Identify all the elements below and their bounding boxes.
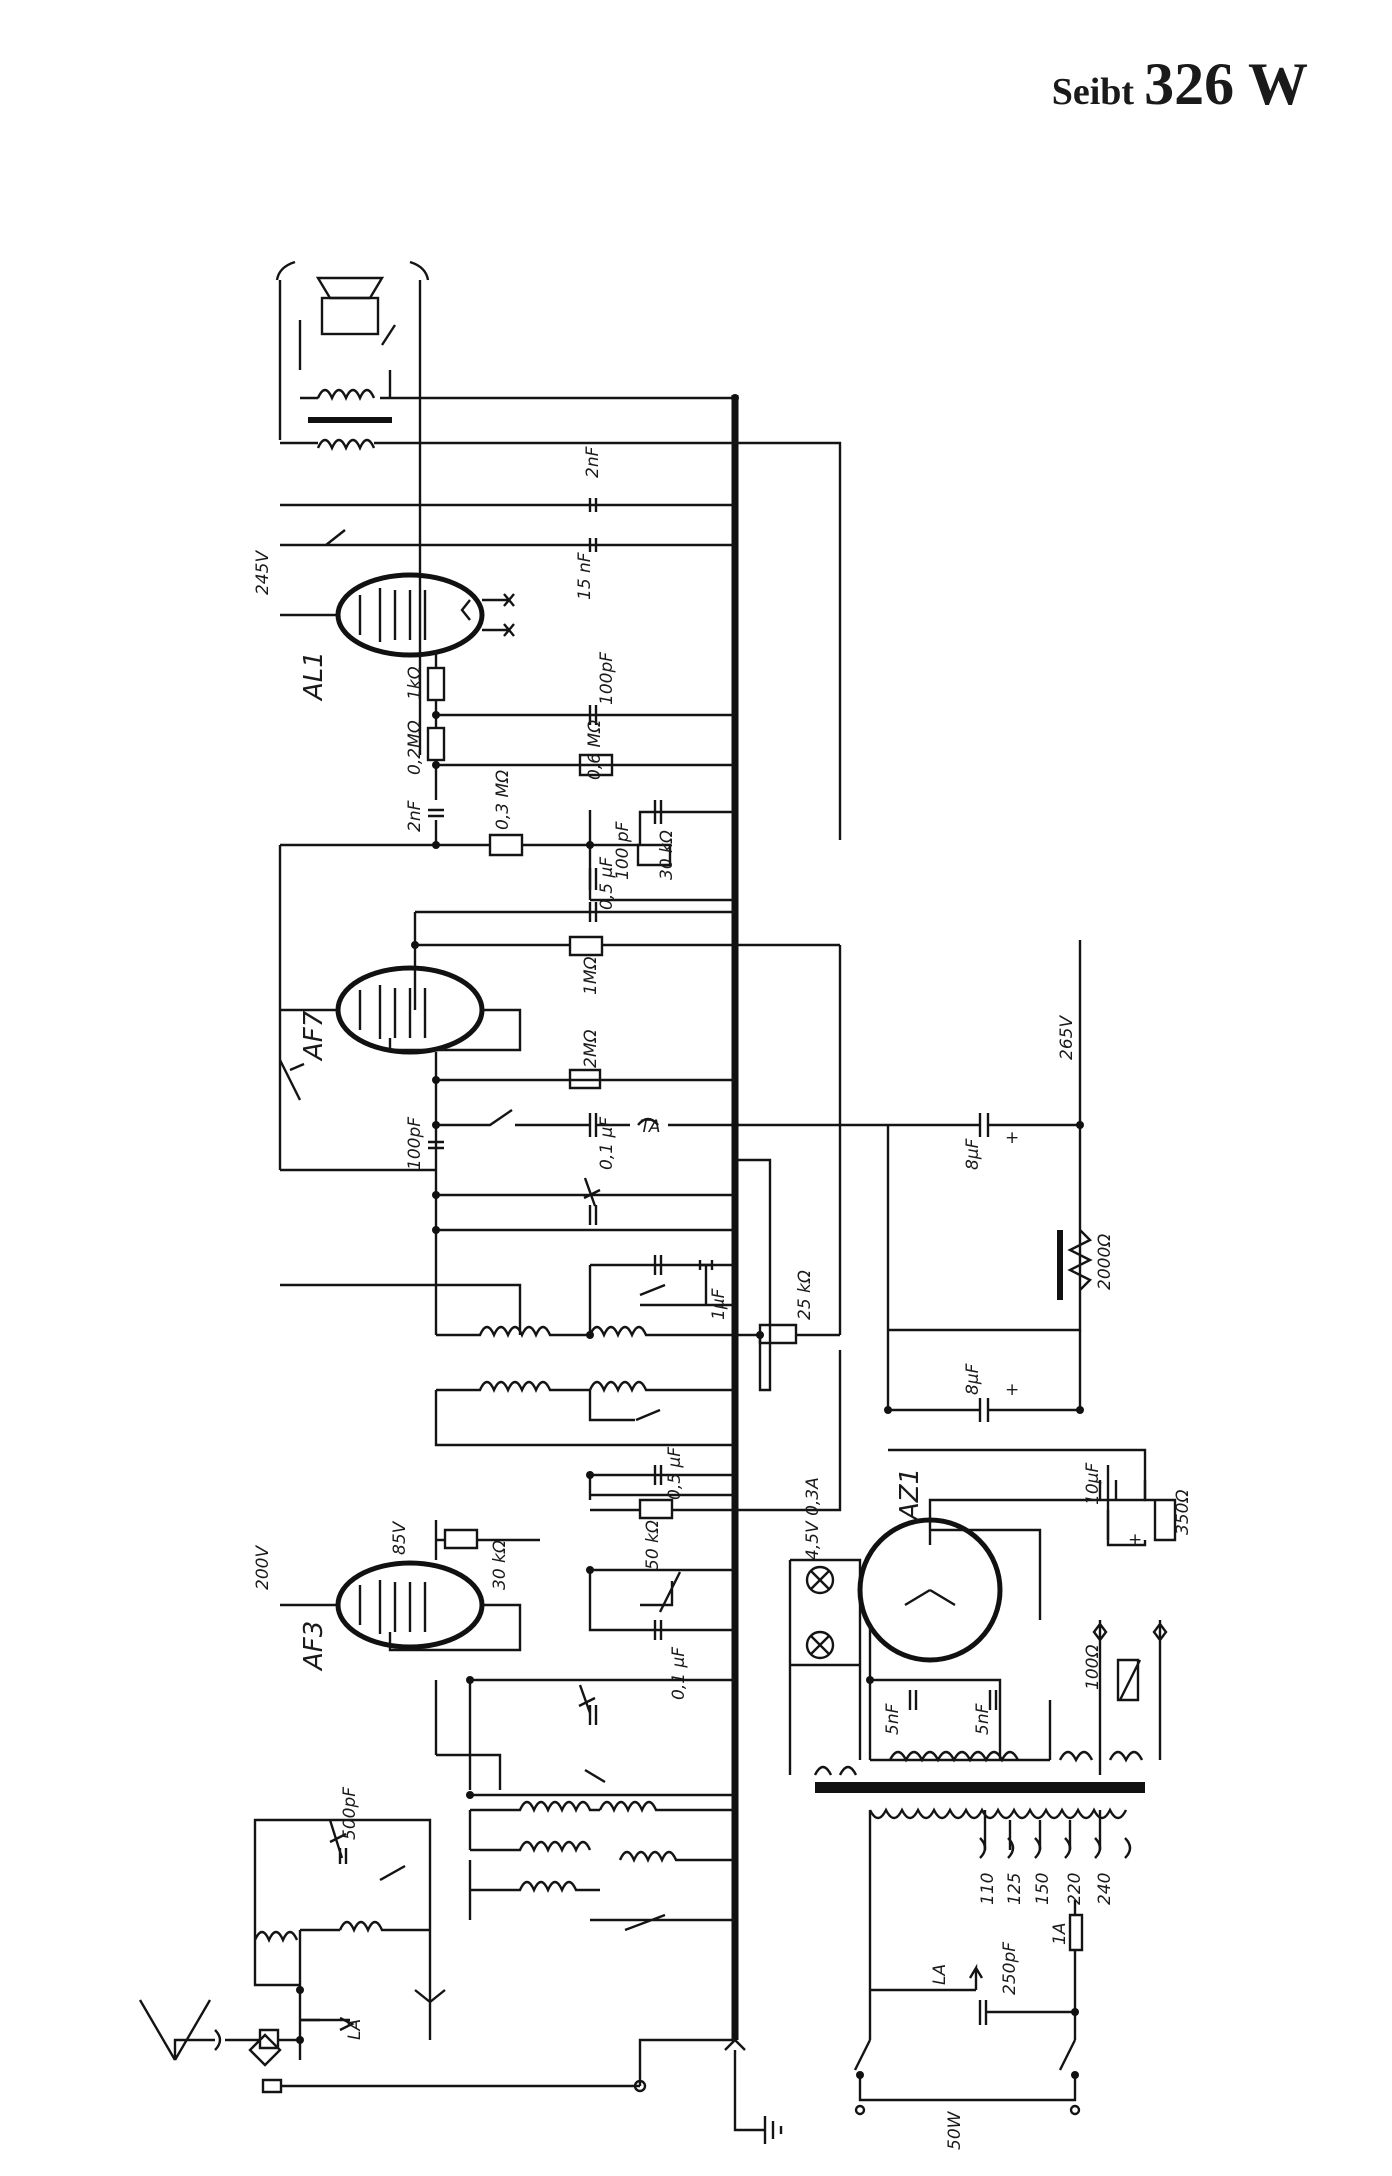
title-brand: Seibt <box>1051 71 1135 113</box>
label-2nf-top: 2nF <box>583 446 603 478</box>
label-la-b: LA <box>930 1964 950 1985</box>
dial-lamp-2 <box>805 1630 835 1660</box>
label-02m: 0,2MΩ <box>405 720 425 775</box>
label-100: 100Ω <box>1083 1645 1103 1690</box>
label-5nf-b: 5nF <box>973 1703 993 1735</box>
label-06m: 0,6 MΩ <box>585 720 605 780</box>
label-1uf: 1µF <box>709 1288 729 1320</box>
label-tap125: 125 <box>1005 1873 1025 1905</box>
label-2nf-b: 2nF <box>405 800 425 832</box>
label-100pf-b: 100 pF <box>613 821 633 880</box>
label-100pf-a: 100pF <box>597 652 617 705</box>
label-245v: 245V <box>253 550 273 595</box>
speaker-icon <box>275 260 430 336</box>
label-500pf: 500pF <box>340 1787 360 1840</box>
label-01uf-a: 0,1 µF <box>597 1117 617 1170</box>
plus-b: + <box>1005 1380 1019 1400</box>
dial-lamp-1 <box>805 1565 835 1595</box>
label-350: 350Ω <box>1173 1490 1193 1535</box>
label-10uf: 10µF <box>1083 1463 1103 1505</box>
label-2000: 2000Ω <box>1095 1234 1115 1290</box>
label-tap220: 220 <box>1065 1873 1085 1905</box>
label-85v: 85V <box>390 1520 410 1555</box>
label-01uf-b: 0,1 µF <box>669 1647 689 1700</box>
label-15nf: 15 nF <box>575 552 595 600</box>
label-tap240: 240 <box>1095 1873 1115 1905</box>
label-25k: 25 kΩ <box>795 1270 815 1320</box>
label-200v: 200V <box>253 1545 273 1590</box>
label-tap110: 110 <box>978 1873 998 1905</box>
label-8uf-b: 8µF <box>963 1363 983 1395</box>
label-03m: 0,3 MΩ <box>493 770 513 830</box>
label-5nf-a: 5nF <box>883 1703 903 1735</box>
label-8uf-a: 8µF <box>963 1138 983 1170</box>
label-1k: 1kΩ <box>405 666 425 700</box>
plus-a: + <box>1005 1128 1019 1148</box>
label-az1: AZ1 <box>895 1468 925 1522</box>
label-fuse: 1A <box>1050 1923 1070 1945</box>
label-lamp: 4,5V 0,3A <box>803 1477 823 1560</box>
label-05uf-a: 0,5 µF <box>597 857 617 910</box>
label-af7: AF7 <box>299 1010 329 1062</box>
label-tap150: 150 <box>1033 1873 1053 1905</box>
label-la-a: LA <box>345 2019 365 2040</box>
label-al1: AL1 <box>299 651 329 702</box>
label-1m: 1MΩ <box>581 957 601 995</box>
plus-c: + <box>1128 1530 1142 1550</box>
label-af3: AF3 <box>299 1621 329 1672</box>
label-50k: 50 kΩ <box>643 1520 663 1570</box>
label-ta: TA <box>640 1117 660 1137</box>
label-250pf: 250pF <box>1000 1942 1020 1995</box>
label-30k-b: 30 kΩ <box>490 1540 510 1590</box>
label-05uf-b: 0,5 µF <box>665 1447 685 1500</box>
label-100pf-c: 100pF <box>405 1117 425 1170</box>
label-30k-a: 30 kΩ <box>657 830 677 880</box>
label-265v: 265V <box>1057 1015 1077 1060</box>
label-2m: 2MΩ <box>581 1030 601 1068</box>
label-50w: 50W <box>945 2110 965 2150</box>
title-model: 326 W <box>1144 51 1308 117</box>
